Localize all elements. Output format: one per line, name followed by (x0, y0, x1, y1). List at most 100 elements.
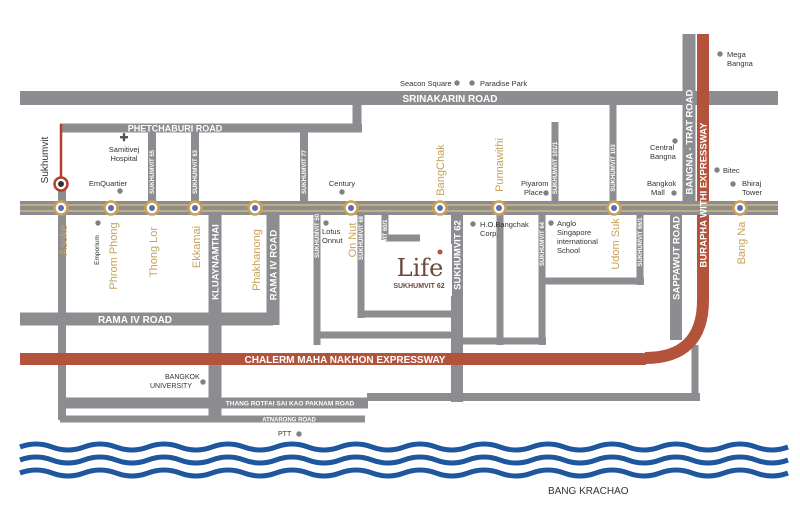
hospital-icon (120, 133, 128, 142)
sukhumvit-road (20, 201, 778, 215)
station-label-ekkamai: Ekkamai (191, 226, 203, 268)
sukhumvit-60-label: SUKHUMVIT 60/1 (383, 219, 389, 269)
poi-dot (296, 431, 302, 437)
logo-subtitle: SUKHUMVIT 62 (393, 283, 444, 290)
sukhumvit-77-label: SUKHUMVIT 77 (302, 149, 308, 194)
station-phrom-phong[interactable] (103, 200, 119, 216)
poi-samitivej-line2[interactable]: Hospital (110, 154, 137, 163)
poi-dot (95, 220, 101, 226)
station-label-sukhumvit: Sukhumvit (40, 136, 51, 183)
poi-anglo-line4[interactable]: School (557, 246, 580, 255)
poi-dot (714, 167, 720, 173)
river-wave (19, 467, 789, 479)
station-bangchak[interactable] (432, 200, 448, 216)
rama4-road-label: RAMA IV ROAD (98, 315, 172, 326)
sukhumvit-101-label: SUKHUMVIT 101/1 (553, 141, 559, 194)
sukhumvit-66-label: SUKHUMVIT 66/1 (638, 217, 644, 267)
poi-ptt[interactable]: PTT (278, 431, 292, 438)
station-label-phakhanong: Phakhanong (251, 229, 263, 291)
bts-sukhumvit-line (20, 201, 778, 215)
chao-phraya-river (19, 441, 789, 479)
rama4-vertical-label: RAMA IV ROAD (269, 230, 280, 301)
poi-bhiraj-line1[interactable]: Bhiraj (742, 179, 762, 188)
poi-century[interactable]: Century (329, 179, 356, 188)
poi-bitec[interactable]: Bitec (723, 166, 740, 175)
poi-bhiraj-line2[interactable]: Tower (742, 188, 763, 197)
sukhumvit-50-label: SUKHUMVIT 50 (315, 213, 321, 258)
poi-mega-bangna-line1[interactable]: Mega (727, 50, 747, 59)
sukhumvit-103-label: SUKHUMVIT 103 (611, 144, 617, 192)
points-of-interest: Seacon Square Paradise Park Mega Bangna … (89, 50, 763, 438)
poi-dot (339, 189, 345, 195)
river-wave (19, 454, 789, 466)
poi-emporium[interactable]: Emporium (94, 235, 101, 265)
poi-piyarom-line2[interactable]: Place (524, 188, 543, 197)
station-bang-na[interactable] (732, 200, 748, 216)
poi-hobangchak-line2[interactable]: Corp. (480, 229, 498, 238)
phetchaburi-road-label: PHETCHABURI ROAD (128, 124, 223, 134)
poi-dot (200, 379, 206, 385)
poi-dot (717, 51, 723, 57)
train-icon (348, 205, 354, 211)
poi-seacon-square[interactable]: Seacon Square (400, 79, 452, 88)
station-asoke[interactable] (53, 200, 69, 216)
river-wave (19, 441, 789, 453)
poi-paradise-park[interactable]: Paradise Park (480, 79, 527, 88)
poi-mega-bangna-line2[interactable]: Bangna (727, 59, 754, 68)
expressways (20, 34, 709, 365)
poi-bu-line2[interactable]: UNIVERSITY (150, 383, 192, 390)
station-label-on-nut: On Nut (347, 223, 359, 258)
poi-anglo-line3[interactable]: international (557, 237, 598, 246)
poi-bangkok-mall-line2[interactable]: Mall (651, 188, 665, 197)
station-label-phrom-phong: Phrom Phong (108, 222, 120, 289)
road-network (20, 34, 778, 423)
poi-lotus-line2[interactable]: Onnut (322, 236, 343, 245)
poi-samitivej-line1[interactable]: Samitivej (109, 145, 140, 154)
poi-piyarom-line1[interactable]: Piyarom (521, 179, 549, 188)
station-label-asoke: Asoke (58, 225, 70, 256)
project-logo[interactable]: Life SUKHUMVIT 62 (384, 244, 452, 296)
train-icon (437, 205, 443, 211)
train-icon (58, 205, 64, 211)
logo-accent (437, 249, 443, 255)
train-icon (252, 205, 258, 211)
station-label-punnawithi: Punnawithi (494, 138, 506, 192)
poi-dot (117, 188, 123, 194)
station-thong-lor[interactable] (144, 200, 160, 216)
sukhumvit-64-label: SUKHUMVIT 64 (540, 221, 546, 266)
station-phakhanong[interactable] (247, 200, 263, 216)
sukhumvit-62-label: SUKHUMVIT 62 (453, 220, 464, 290)
poi-lotus-line1[interactable]: Lotus (322, 227, 341, 236)
burapha-withi-expressway (644, 34, 709, 364)
poi-anglo-line2[interactable]: Singapore (557, 228, 591, 237)
poi-central-line2[interactable]: Bangna (650, 152, 677, 161)
poi-dot (543, 190, 549, 196)
station-label-bang-na: Bang Na (736, 221, 748, 265)
station-label-udom-suk: Udom Suk (610, 218, 622, 270)
poi-dot (672, 138, 678, 144)
road-labels: SRINAKARIN ROAD PHETCHABURI ROAD RAMA IV… (98, 89, 710, 423)
poi-hobangchak-line1[interactable]: H.O.Bangchak (480, 220, 529, 229)
poi-emquartier[interactable]: EmQuartier (89, 179, 128, 188)
poi-dot (470, 221, 476, 227)
train-icon (611, 205, 617, 211)
logo-word: Life (397, 254, 444, 282)
atnarong-label: ATNARONG ROAD (262, 418, 316, 424)
burapha-label: BURAPHA WITHI EXPRESSWAY (699, 122, 710, 268)
poi-anglo-line1[interactable]: Anglo (557, 219, 576, 228)
station-on-nut[interactable] (343, 200, 359, 216)
sukhumvit-68-label: SUKHUMVIT 68 (359, 215, 365, 260)
station-udom-suk[interactable] (606, 200, 622, 216)
station-punnawithi[interactable] (491, 200, 507, 216)
sappawut-label: SAPPAWUT ROAD (672, 216, 683, 300)
station-sukhumvit-mrt[interactable] (53, 176, 69, 192)
kluaynamthai-label: KLUAYNAMTHAI (211, 224, 222, 300)
train-icon (496, 205, 502, 211)
poi-central-line1[interactable]: Central (650, 143, 675, 152)
poi-bangkok-mall-line1[interactable]: Bangkok (647, 179, 676, 188)
poi-dot (469, 80, 475, 86)
station-ekkamai[interactable] (187, 200, 203, 216)
poi-bu-line1[interactable]: BANGKOK (165, 374, 200, 381)
